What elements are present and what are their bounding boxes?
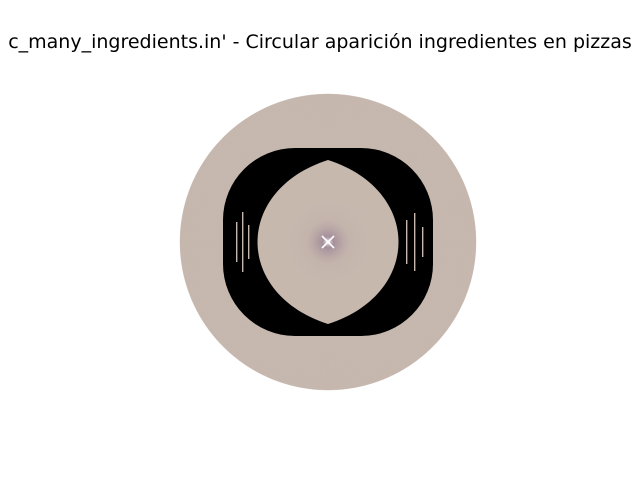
center-highlight	[321, 235, 335, 249]
center-mark	[321, 235, 335, 249]
pie-slice-middle-gap	[248, 225, 250, 259]
pie-slice-middle-gap	[414, 213, 416, 271]
pie-slice-middle-gap	[406, 220, 408, 264]
pie-slice-middle-gap	[422, 227, 424, 257]
chart-title: c_many_ingredients.in' - Circular aparic…	[8, 31, 632, 53]
pie-slice-middle-gap	[236, 222, 238, 262]
pie-slice-middle-gap	[242, 212, 244, 272]
